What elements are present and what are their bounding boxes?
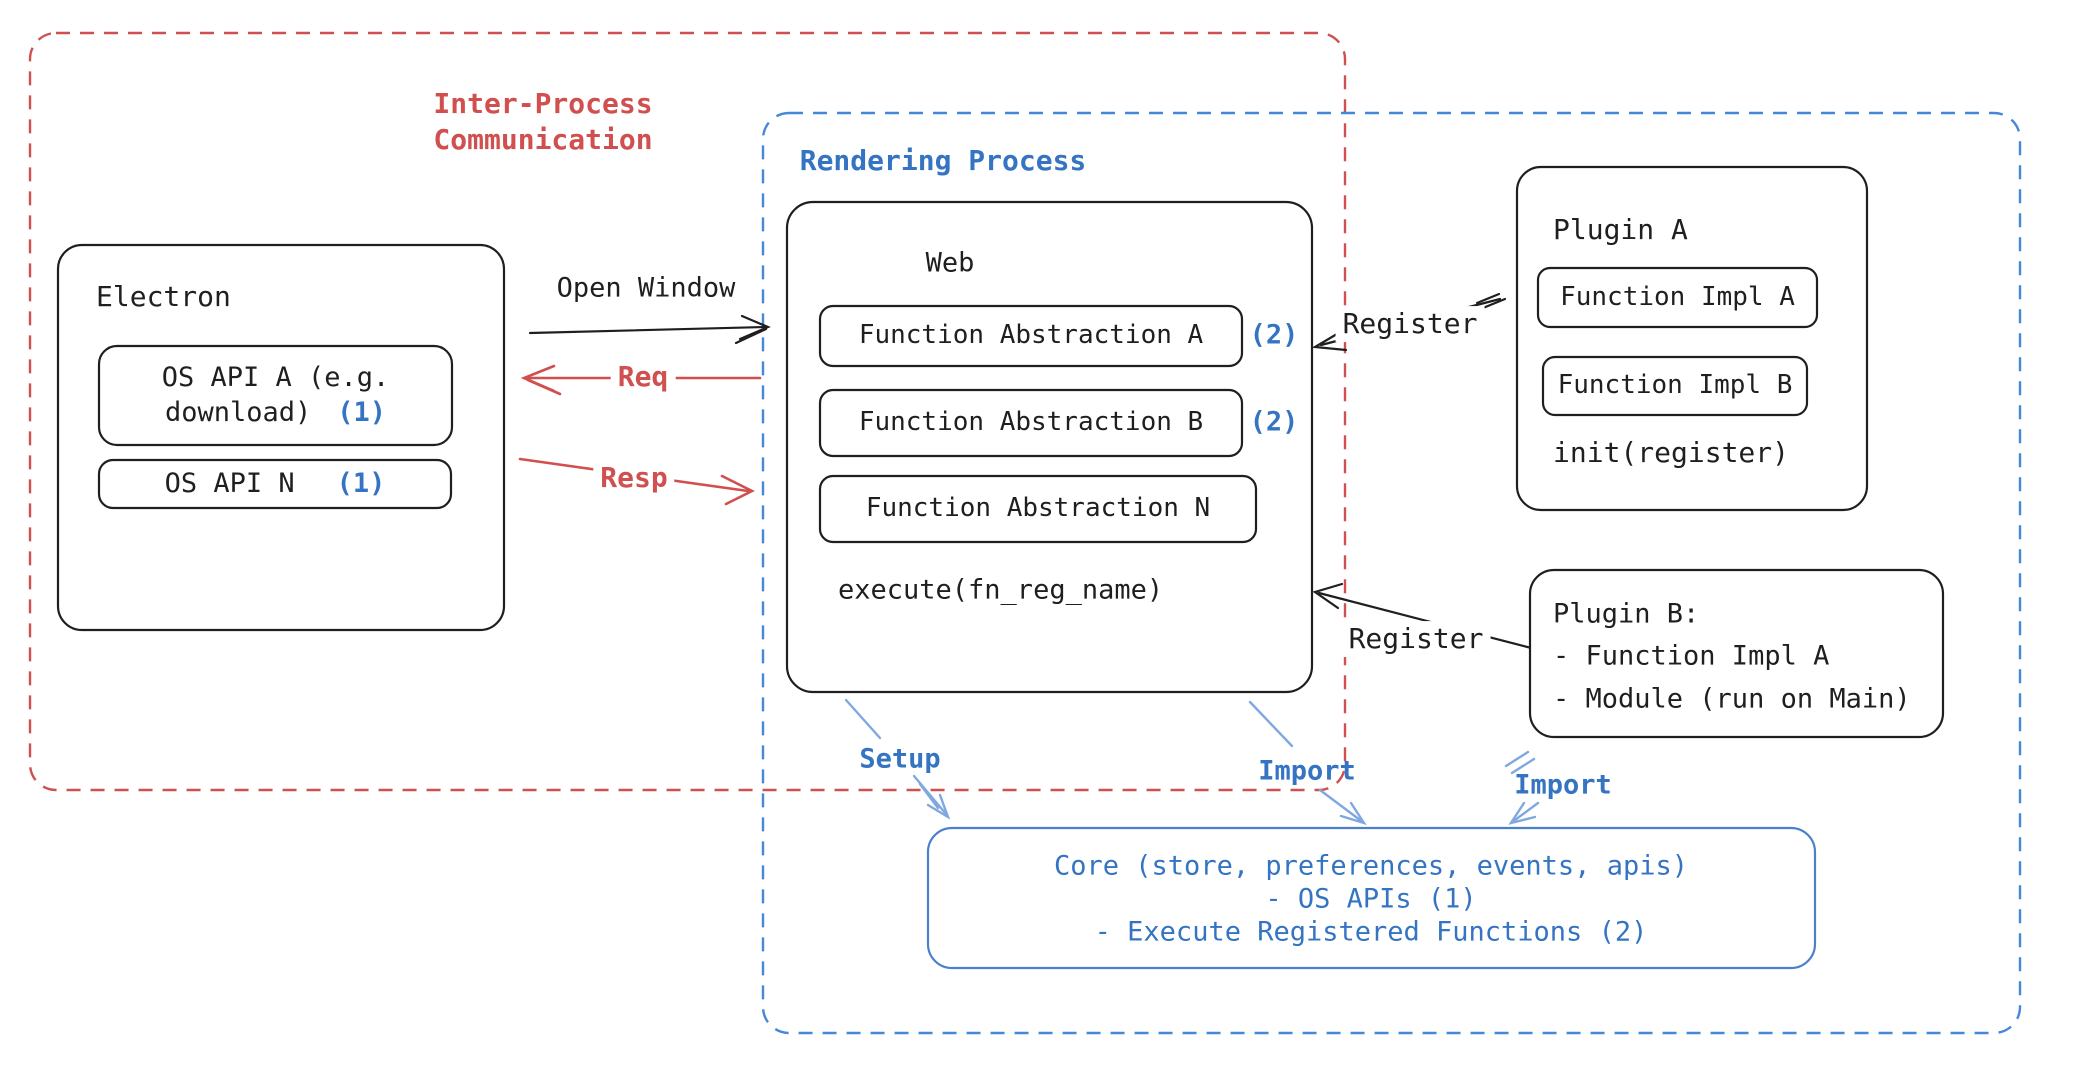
ipc-title-line1: Inter-Process (433, 87, 653, 121)
register-b-arrow-line (1317, 591, 1537, 651)
fn-impl-a-label: Function Impl A (1560, 281, 1795, 312)
fn-impl-b-label: Function Impl B (1557, 370, 1793, 401)
setup-arrow-stroke (918, 782, 940, 810)
setup-arrow-upper-line (844, 698, 882, 740)
plugin-b-item-2: - Module (run on Main) (1553, 683, 1911, 715)
fn-abstraction-a-box (818, 304, 1244, 368)
import-plugin-label: Import (1514, 769, 1612, 801)
core-line3: - Execute Registered Functions (2) (1094, 916, 1648, 948)
import-plugin-arrow-line (1513, 801, 1540, 822)
register-a-label: Register (1335, 306, 1485, 342)
os-api-a-line2: download) (164, 396, 312, 428)
fn-impl-a-box (1536, 266, 1819, 329)
fn-abstraction-b-label: Function Abstraction B (858, 407, 1204, 438)
core-line1: Core (store, preferences, events, apis) (1054, 850, 1688, 882)
ipc-region-title: Inter-Process Communication (433, 86, 652, 158)
req-label: Req (610, 359, 676, 395)
resp-arrowhead (720, 474, 755, 506)
os-api-n-badge: (1) (336, 467, 386, 499)
plugin-a-init-label: init(register) (1553, 436, 1790, 470)
os-api-a-line2-row: download) (1) (165, 396, 386, 431)
setup-label: Setup (859, 743, 941, 775)
web-title: Web (925, 247, 975, 279)
resp-label: Resp (593, 460, 675, 496)
rendering-region-border (761, 111, 2022, 1035)
os-api-n-label: OS API N (1) (99, 460, 451, 508)
electron-title: Electron (96, 280, 231, 314)
plugin-b-box (1528, 568, 1945, 739)
import-web-upper-line (1248, 700, 1294, 748)
register-b-arrowhead (1312, 582, 1344, 610)
import-web-lower-line (1318, 788, 1362, 822)
register-a-arrowhead (1311, 329, 1348, 352)
os-api-a-badge: (1) (337, 396, 387, 428)
import-web-label: Import (1258, 755, 1356, 787)
core-label: Core (store, preferences, events, apis) … (1054, 850, 1688, 949)
fn-abstraction-n-label: Function Abstraction N (865, 493, 1211, 524)
import-plugin-tail-slash-1 (1504, 750, 1530, 768)
core-box (926, 826, 1817, 970)
plugin-a-title: Plugin A (1553, 213, 1688, 247)
plugin-b-title: Plugin B: (1553, 598, 1700, 630)
setup-arrowhead (926, 793, 951, 820)
os-api-a-box (97, 344, 454, 447)
open-window-arrow-line (528, 325, 768, 335)
fn-impl-b-box (1541, 355, 1809, 417)
execute-label: execute(fn_reg_name) (838, 574, 1164, 606)
ipc-title-line2: Communication (433, 123, 653, 156)
plugin-b-item-1: - Function Impl A (1553, 640, 1830, 672)
os-api-a-label: OS API A (e.g. download) (1) (99, 346, 452, 445)
register-a-tail-slash-2 (1481, 297, 1507, 310)
import-plugin-arrowhead (1508, 801, 1537, 825)
core-line2: - OS APIs (1) (1265, 883, 1477, 915)
fn-abstraction-n-box (818, 474, 1258, 544)
os-api-n-box (97, 458, 453, 510)
ipc-region-border (28, 31, 1347, 792)
open-window-arrowhead (738, 314, 771, 341)
os-api-a-line1: OS API A (e.g. (161, 361, 390, 393)
open-window-arrowhead-stroke (734, 327, 768, 345)
rendering-region-title: Rendering Process (799, 144, 1087, 178)
plugin-a-box (1515, 165, 1869, 512)
setup-arrow-lower-line (912, 774, 948, 816)
req-arrowhead-stroke (526, 378, 562, 396)
register-a-tail-slash-1 (1475, 292, 1501, 305)
fn-abstraction-a-label: Function Abstraction A (858, 320, 1204, 351)
fn-abstraction-b-box (818, 388, 1244, 458)
open-window-label: Open Window (556, 272, 736, 304)
os-api-n-text: OS API N (164, 467, 295, 499)
fn-abstraction-a-badge: (2) (1249, 319, 1299, 351)
register-b-label: Register (1341, 621, 1491, 657)
import-plugin-tail-slash-2 (1510, 757, 1536, 775)
fn-abstraction-b-badge: (2) (1249, 406, 1299, 438)
import-web-arrowhead (1339, 801, 1367, 826)
